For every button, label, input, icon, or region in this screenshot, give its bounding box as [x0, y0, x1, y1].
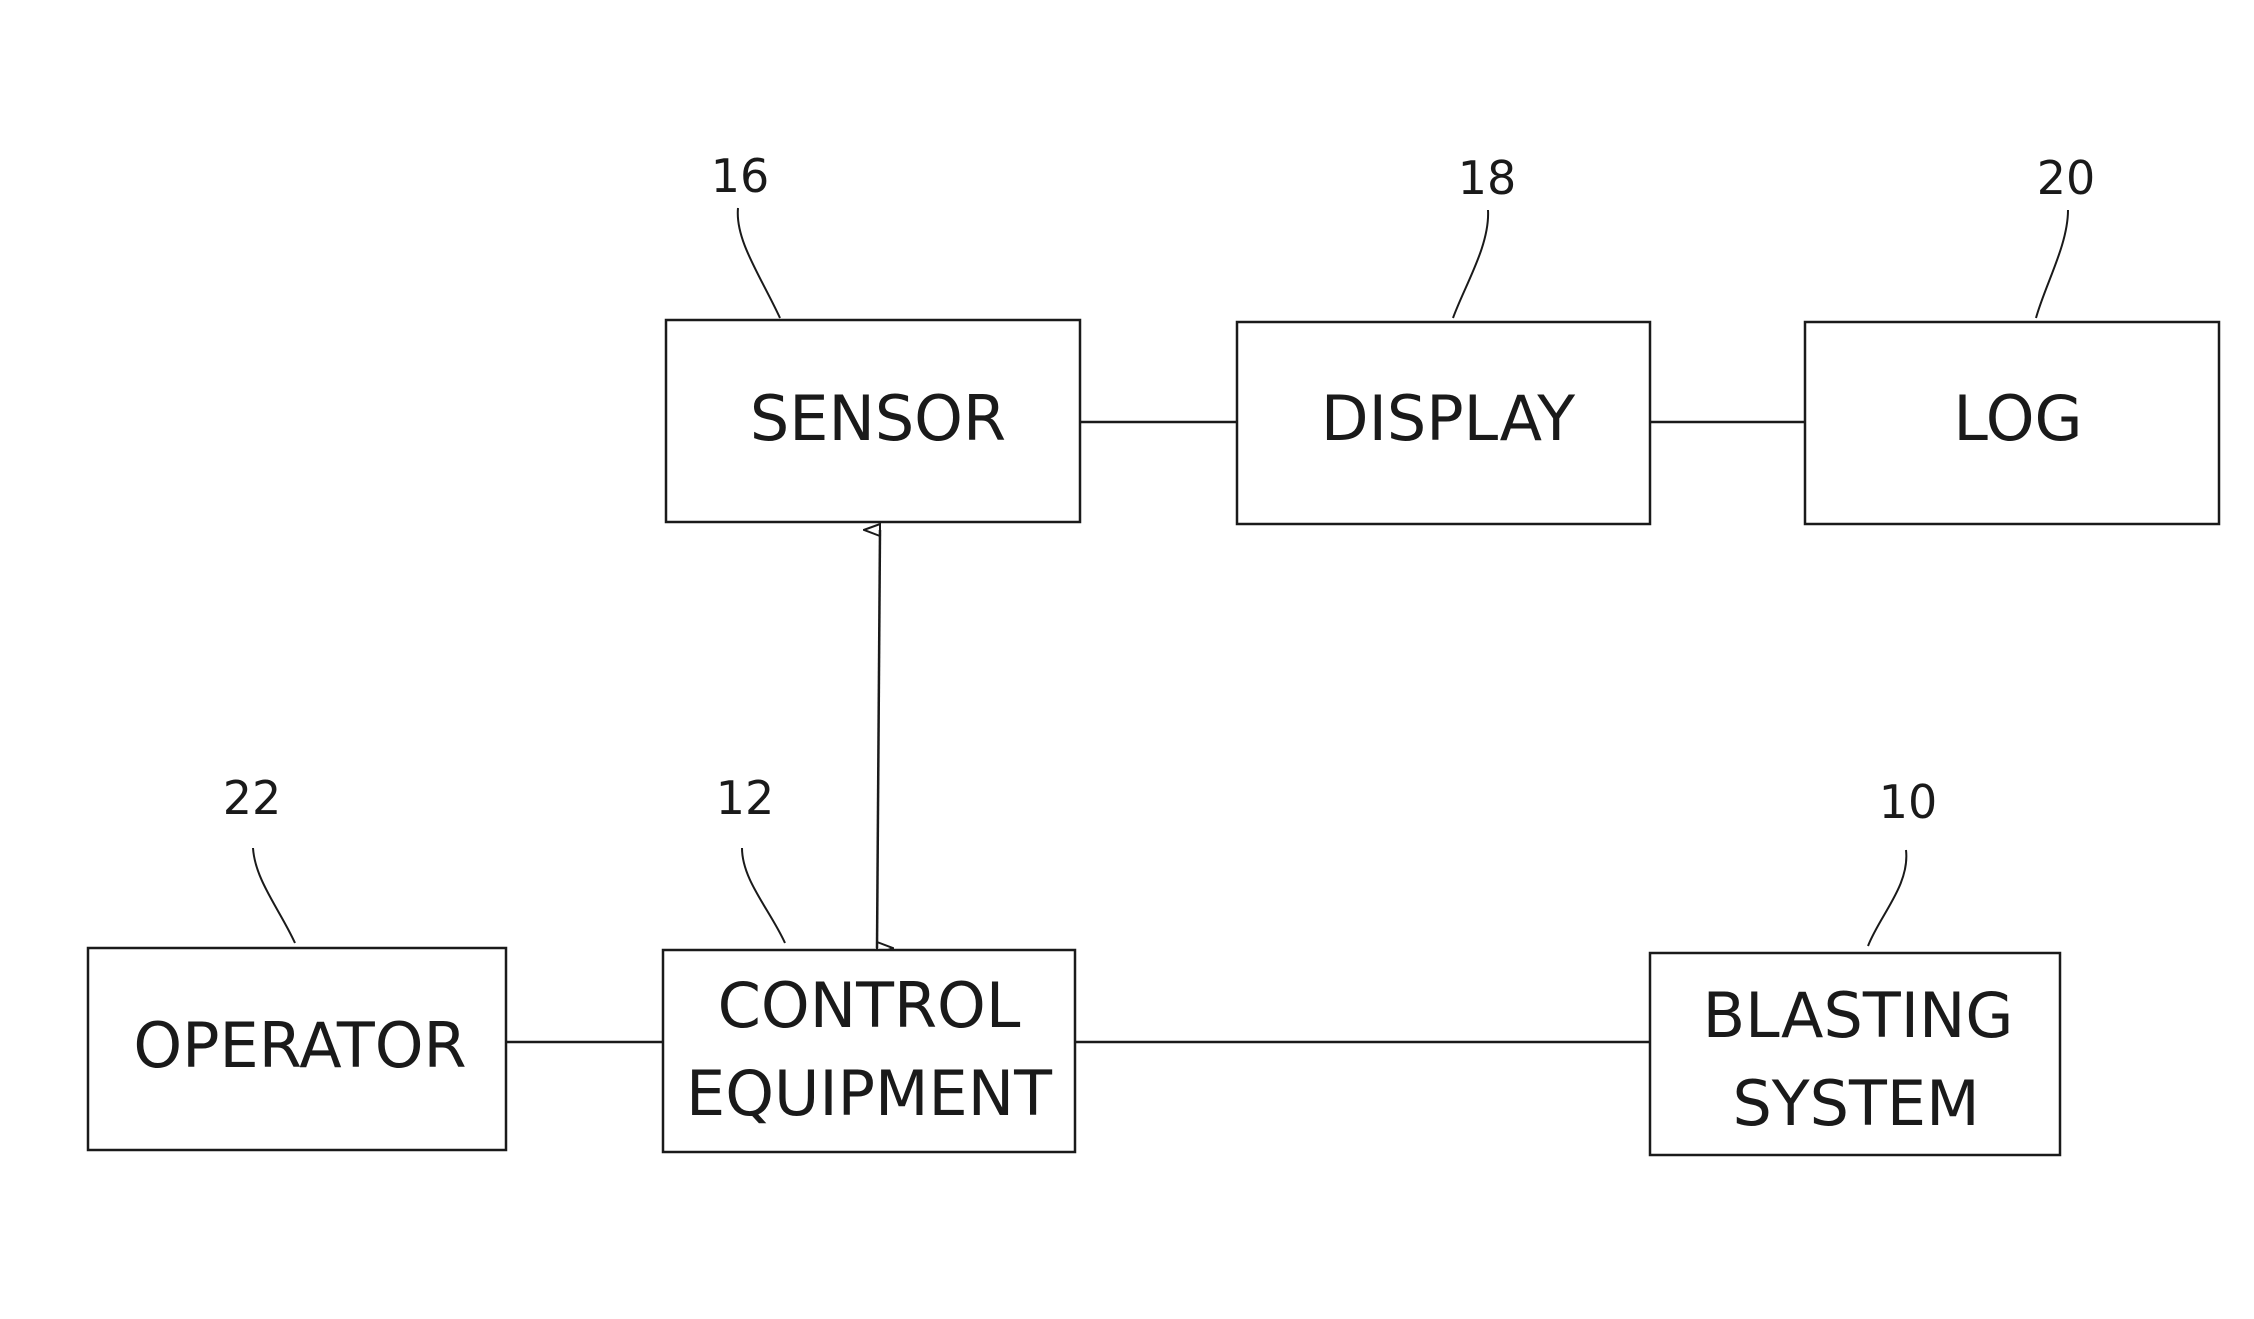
control-equipment-block: CONTROL EQUIPMENT — [663, 950, 1075, 1152]
leader-22 — [253, 848, 295, 943]
control-label-line1: CONTROL — [718, 969, 1021, 1042]
operator-block: OPERATOR — [88, 948, 506, 1150]
leader-16 — [738, 208, 780, 318]
log-label: LOG — [1953, 382, 2082, 455]
arrow-control-sensor — [877, 530, 880, 948]
display-block: DISPLAY — [1237, 322, 1650, 524]
leader-12 — [742, 848, 785, 943]
blasting-label-line2: SYSTEM — [1732, 1067, 1979, 1140]
sensor-ref-number: 16 — [711, 149, 770, 203]
log-ref-number: 20 — [2037, 151, 2096, 205]
sensor-block: SENSOR — [666, 320, 1080, 522]
operator-ref-number: 22 — [223, 771, 282, 825]
control-ref-number: 12 — [716, 771, 775, 825]
leader-18 — [1453, 210, 1488, 318]
display-ref-number: 18 — [1458, 151, 1517, 205]
display-label: DISPLAY — [1321, 382, 1575, 455]
sensor-label: SENSOR — [750, 382, 1006, 455]
leader-10 — [1868, 850, 1906, 946]
leader-20 — [2036, 210, 2068, 318]
operator-label: OPERATOR — [133, 1009, 466, 1082]
blasting-label-line1: BLASTING — [1703, 979, 2014, 1052]
blasting-system-block: BLASTING SYSTEM — [1650, 953, 2060, 1155]
blasting-ref-number: 10 — [1879, 775, 1938, 829]
control-label-line2: EQUIPMENT — [686, 1057, 1053, 1130]
log-block: LOG — [1805, 322, 2219, 524]
